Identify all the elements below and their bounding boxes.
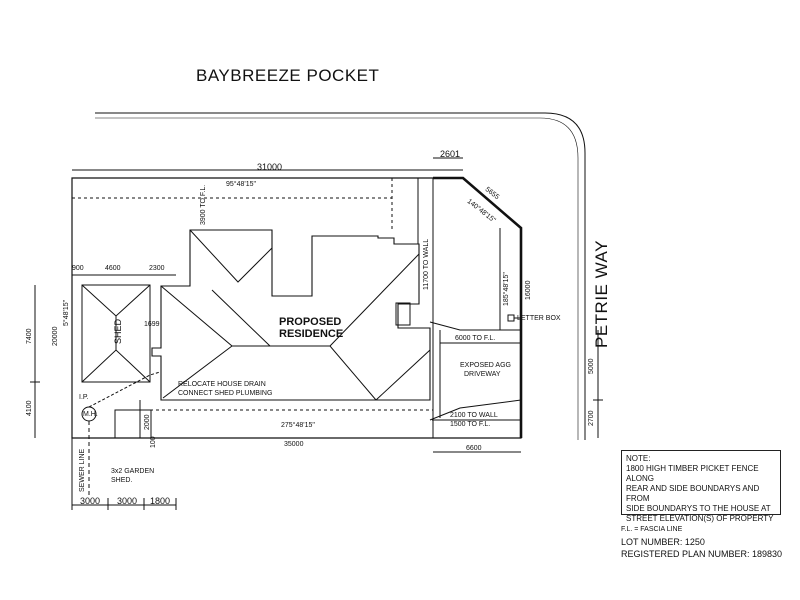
driveway-edge — [429, 321, 521, 331]
note-line-4: STREET ELEVATION(S) OF PROPERTY — [626, 514, 774, 523]
dim-bottom-1800: 1800 — [150, 496, 171, 506]
curb-line — [95, 112, 586, 440]
dim-35000: 35000 — [284, 441, 304, 448]
note-title: NOTE: — [626, 454, 651, 463]
dim-5000: 5000 — [588, 358, 595, 374]
dim-100: 100 — [150, 436, 157, 448]
dim-1699: 1699 — [144, 321, 160, 328]
property-boundary — [71, 177, 522, 439]
dim-7400: 7400 — [26, 328, 33, 344]
dim-bearing-east: 185°48'15" — [503, 272, 510, 306]
registered-plan-number: REGISTERED PLAN NUMBER: 189830 — [621, 549, 783, 559]
dim-2700: 2700 — [588, 410, 595, 426]
dim-side-to-wall: 11700 TO WALL — [423, 238, 430, 290]
driveway-label-line1: EXPOSED AGG — [460, 362, 511, 369]
residence-label-line2: RESIDENCE — [279, 328, 344, 340]
street-name-north: BAYBREEZE POCKET — [196, 66, 380, 85]
dim-west-20000: 20000 — [52, 326, 59, 346]
street-name-east: PETRIE WAY — [592, 240, 611, 348]
garden-shed-label-line2: SHED. — [111, 477, 133, 484]
dim-front-setback: 3900 TO F.L. — [200, 184, 207, 225]
dim-corner-top: 2601 — [440, 149, 461, 159]
garden-shed — [114, 409, 152, 439]
shed-roof — [81, 284, 151, 383]
dim-6600: 6600 — [466, 445, 482, 452]
dim-bearing-west: 5°48'15" — [63, 299, 70, 326]
note-line-2: REAR AND SIDE BOUNDARYS AND FROM — [626, 484, 760, 503]
dim-2300: 2300 — [149, 265, 165, 272]
note-box: NOTE: 1800 HIGH TIMBER PICKET FENCE ALON… — [621, 450, 781, 523]
street-frontage-bold — [433, 176, 523, 438]
dim-bearing-top: 95°48'15" — [226, 181, 256, 188]
roof-ridge-left — [189, 229, 273, 283]
driveway-label-line2: DRIVEWAY — [464, 371, 501, 378]
residence-label-line1: PROPOSED — [279, 316, 342, 328]
dim-top-boundary: 31000 — [257, 162, 283, 172]
dim-bottom-3000a: 3000 — [80, 496, 101, 506]
dim-1500: 1500 TO F.L. — [450, 421, 491, 428]
fascia-legend: F.L. = FASCIA LINE — [621, 526, 683, 533]
roof-hip — [211, 289, 271, 347]
dim-6000: 6000 TO F.L. — [455, 335, 496, 342]
ip-label: I.P. — [79, 394, 89, 401]
dim-east-16000: 16000 — [525, 280, 532, 300]
roof-ridge-right — [329, 253, 420, 347]
garden-shed-label-line1: 3x2 GARDEN — [111, 468, 155, 475]
curb-line-inner — [95, 117, 579, 440]
relocate-label-line2: CONNECT SHED PLUMBING — [178, 390, 273, 397]
letter-box-label: LETTER BOX — [517, 315, 561, 322]
dim-bearing-south: 275°48'15" — [281, 422, 315, 429]
sewer-line-label: SEWER LINE — [79, 448, 86, 492]
dim-4100: 4100 — [26, 400, 33, 416]
dim-900: 900 — [72, 265, 84, 272]
dim-4600: 4600 — [105, 265, 121, 272]
dim-bottom-3000b: 3000 — [117, 496, 138, 506]
letter-box — [507, 314, 515, 322]
manhole-label: M.H. — [83, 411, 98, 418]
entry-porch — [395, 302, 411, 326]
roof-ridge-right2 — [375, 349, 431, 401]
dim-2100: 2100 TO WALL — [450, 412, 498, 419]
house-outline — [151, 229, 431, 401]
note-line-1: 1800 HIGH TIMBER PICKET FENCE ALONG — [626, 464, 759, 483]
relocate-label-line1: RELOCATE HOUSE DRAIN — [178, 381, 266, 388]
shed-label: SHED — [113, 318, 123, 344]
lot-number: LOT NUMBER: 1250 — [621, 537, 705, 547]
shed-outline — [81, 284, 151, 383]
note-line-3: SIDE BOUNDARYS TO THE HOUSE AT — [626, 504, 771, 513]
drain-line — [88, 371, 161, 408]
dim-2000: 2000 — [144, 414, 151, 430]
